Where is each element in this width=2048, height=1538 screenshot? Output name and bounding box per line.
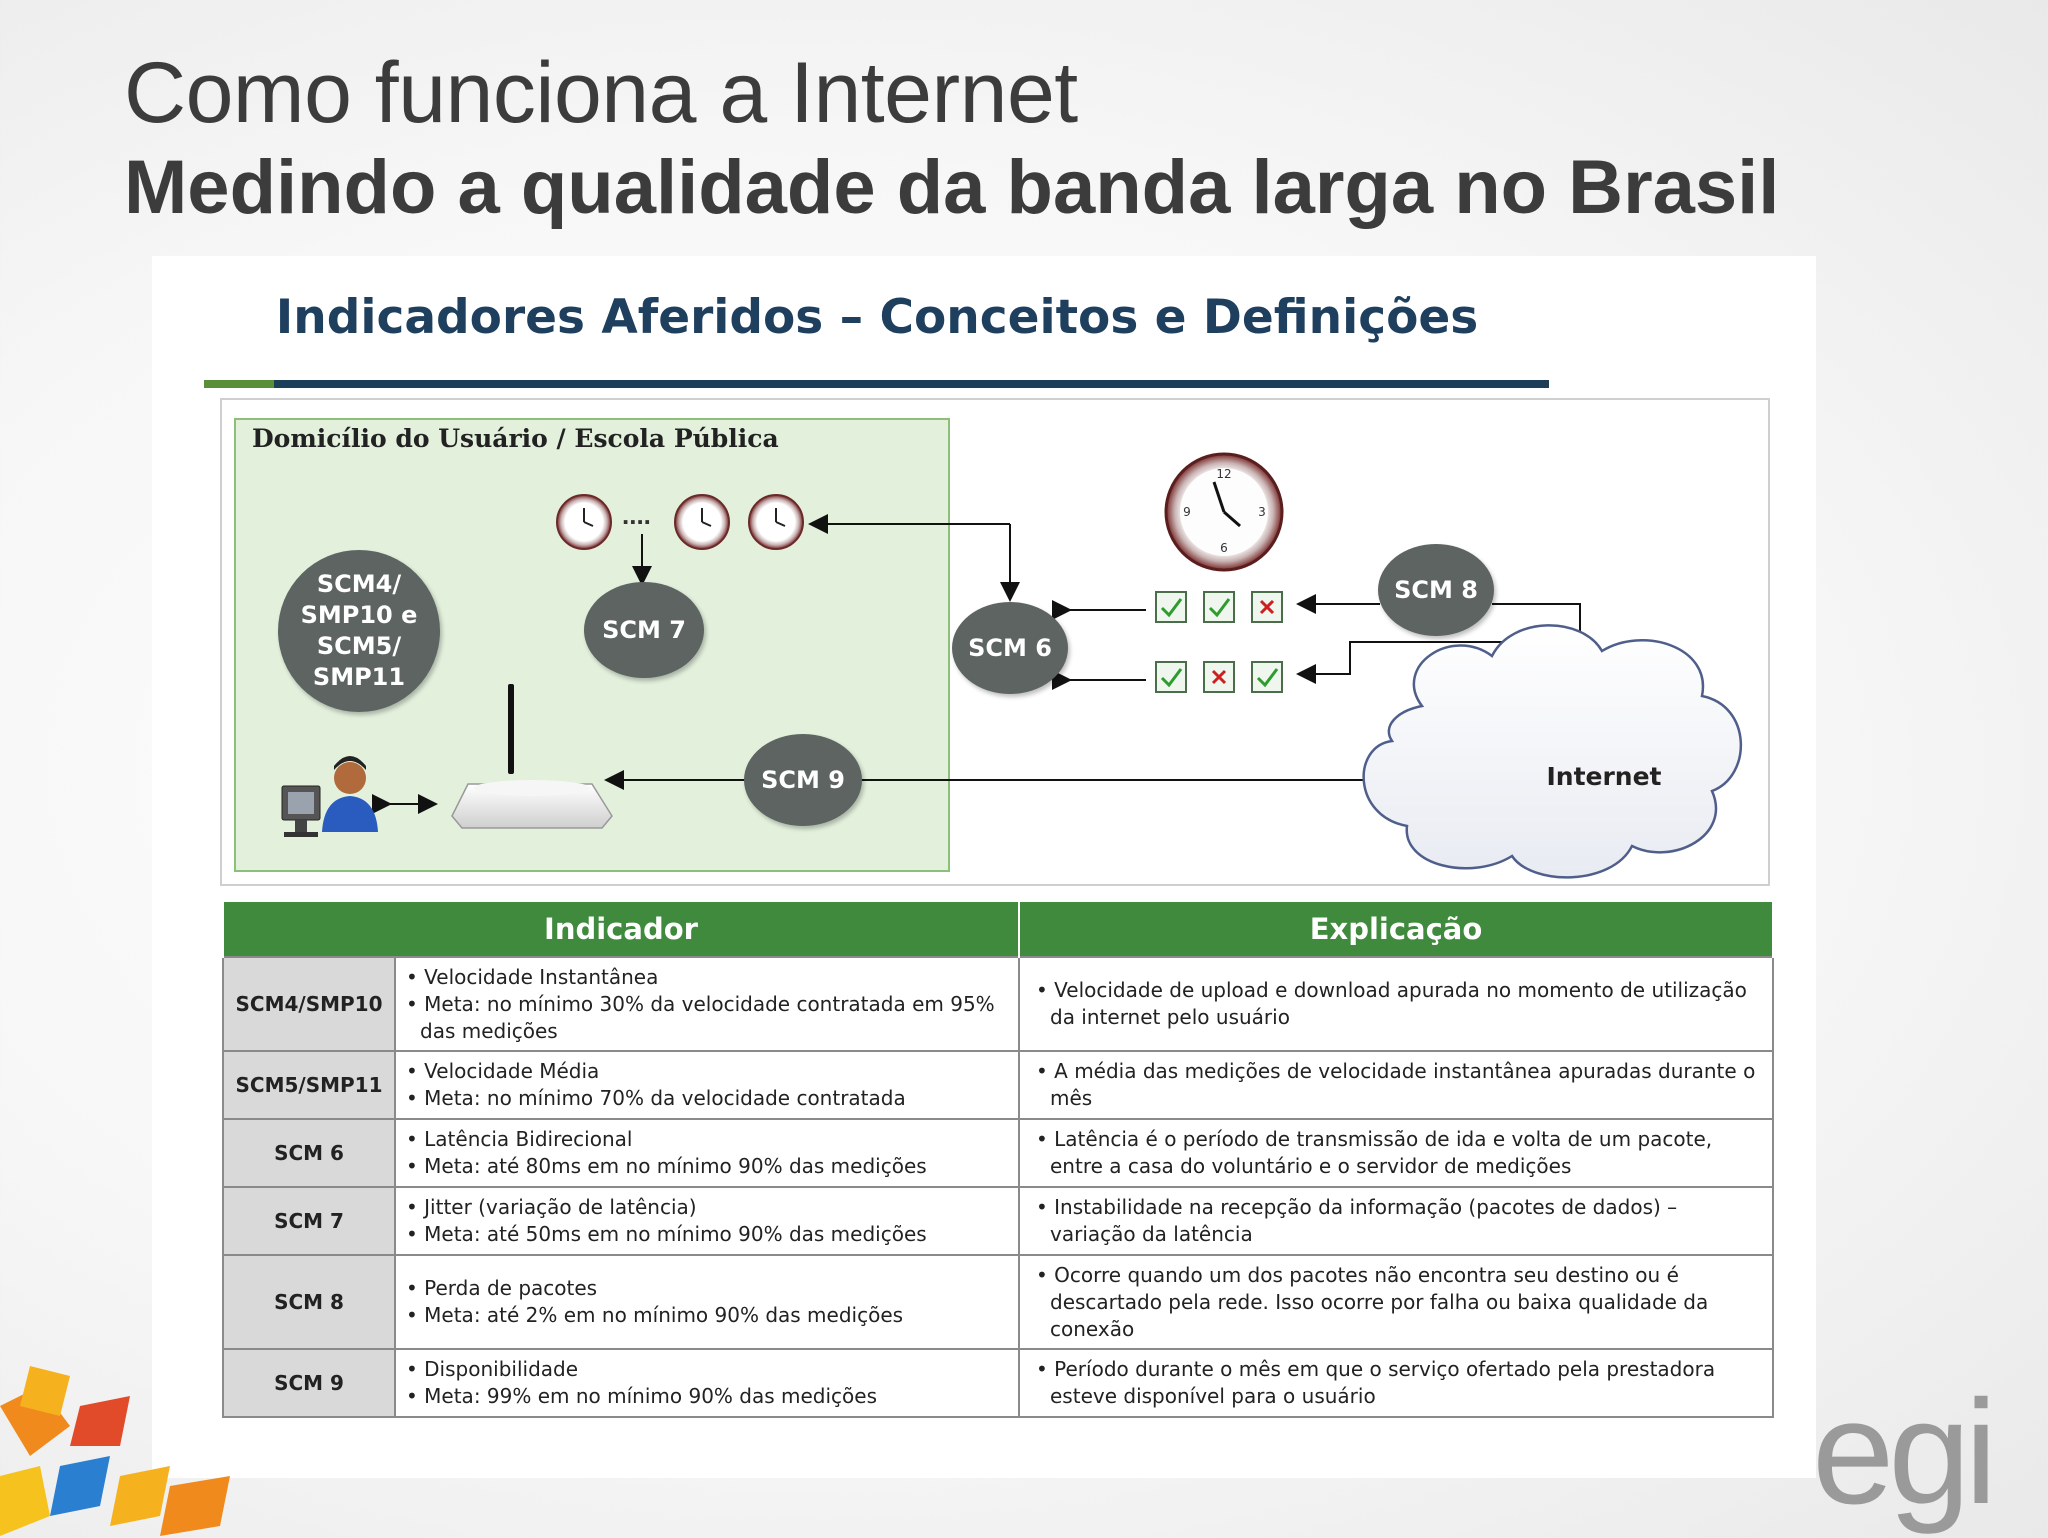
internet-cloud-icon — [1362, 624, 1743, 879]
svg-text:3: 3 — [1258, 505, 1266, 519]
indicator-code: SCM 7 — [222, 1186, 396, 1256]
check-box-icon — [1251, 661, 1283, 693]
node-scm7: SCM 7 — [584, 582, 704, 678]
indicator-description: • Perda de pacotes • Meta: até 2% em no … — [394, 1254, 1020, 1350]
svg-text:12: 12 — [1216, 467, 1231, 481]
internet-label: Internet — [1546, 762, 1662, 791]
node-scm9: SCM 9 — [744, 734, 862, 826]
user-computer-icon — [281, 756, 378, 837]
node-scm8: SCM 8 — [1378, 544, 1494, 636]
heading-rule-accent — [204, 380, 274, 388]
indicator-explanation: • Ocorre quando um dos pacotes não encon… — [1018, 1254, 1774, 1350]
indicator-code: SCM4/SMP10 — [222, 956, 396, 1052]
egi-logo: egi — [1812, 1370, 1997, 1535]
indicator-explanation: • Latência é o período de transmissão de… — [1018, 1118, 1774, 1188]
indicator-explanation: • Período durante o mês em que o serviço… — [1018, 1348, 1774, 1418]
table-row: SCM 6 • Latência Bidirecional • Meta: at… — [222, 1118, 1774, 1188]
table-row: SCM5/SMP11 • Velocidade Média • Meta: no… — [222, 1050, 1774, 1120]
indicator-table: Indicador Explicação SCM4/SMP10 • Veloci… — [222, 900, 1774, 1418]
clock-icon — [748, 494, 804, 550]
svg-text:6: 6 — [1220, 541, 1228, 555]
svg-text:9: 9 — [1183, 505, 1191, 519]
table-row: SCM 7 • Jitter (variação de latência) • … — [222, 1186, 1774, 1256]
clock-icon — [674, 494, 730, 550]
diagram-graphics: 12 3 6 9 — [281, 452, 1743, 879]
indicator-code: SCM 8 — [222, 1254, 396, 1350]
table-header-explicacao: Explicação — [1018, 900, 1774, 957]
cross-box-icon — [1203, 661, 1235, 693]
table-row: SCM4/SMP10 • Velocidade Instantânea • Me… — [222, 956, 1774, 1052]
indicator-explanation: • A média das medições de velocidade ins… — [1018, 1050, 1774, 1120]
check-box-icon — [1155, 661, 1187, 693]
indicator-description: • Jitter (variação de latência) • Meta: … — [394, 1186, 1020, 1256]
slide-title: Como funciona a Internet — [124, 45, 1078, 141]
check-box-icon — [1203, 591, 1235, 623]
indicator-code: SCM 6 — [222, 1118, 396, 1188]
check-box-icon — [1155, 591, 1187, 623]
clock-icon: 12 3 6 9 — [1164, 452, 1284, 572]
decorative-corner-art — [0, 1366, 230, 1536]
indicator-description: • Latência Bidirecional • Meta: até 80ms… — [394, 1118, 1020, 1188]
indicator-description: • Velocidade Média • Meta: no mínimo 70%… — [394, 1050, 1020, 1120]
node-scm6: SCM 6 — [952, 602, 1068, 694]
home-zone-label: Domicílio do Usuário / Escola Pública — [252, 424, 779, 453]
clock-series-ellipsis: .... — [622, 500, 651, 530]
slide-subtitle: Medindo a qualidade da banda larga no Br… — [124, 145, 1780, 230]
indicator-code: SCM 9 — [222, 1348, 396, 1418]
clock-icon — [556, 494, 612, 550]
indicator-explanation: • Velocidade de upload e download apurad… — [1018, 956, 1774, 1052]
table-row: SCM 8 • Perda de pacotes • Meta: até 2% … — [222, 1254, 1774, 1350]
node-scm4-scm5: SCM4/ SMP10 e SCM5/ SMP11 — [278, 550, 440, 712]
panel-heading: Indicadores Aferidos – Conceitos e Defin… — [275, 290, 1479, 345]
indicator-description: • Velocidade Instantânea • Meta: no míni… — [394, 956, 1020, 1052]
table-row: SCM 9 • Disponibilidade • Meta: 99% em n… — [222, 1348, 1774, 1418]
indicator-description: • Disponibilidade • Meta: 99% em no míni… — [394, 1348, 1020, 1418]
heading-rule — [274, 380, 1549, 388]
content-panel: Indicadores Aferidos – Conceitos e Defin… — [152, 256, 1816, 1478]
table-header-indicador: Indicador — [222, 900, 1020, 957]
router-icon — [451, 684, 613, 829]
indicator-code: SCM5/SMP11 — [222, 1050, 396, 1120]
indicator-explanation: • Instabilidade na recepção da informaçã… — [1018, 1186, 1774, 1256]
cross-box-icon — [1251, 591, 1283, 623]
